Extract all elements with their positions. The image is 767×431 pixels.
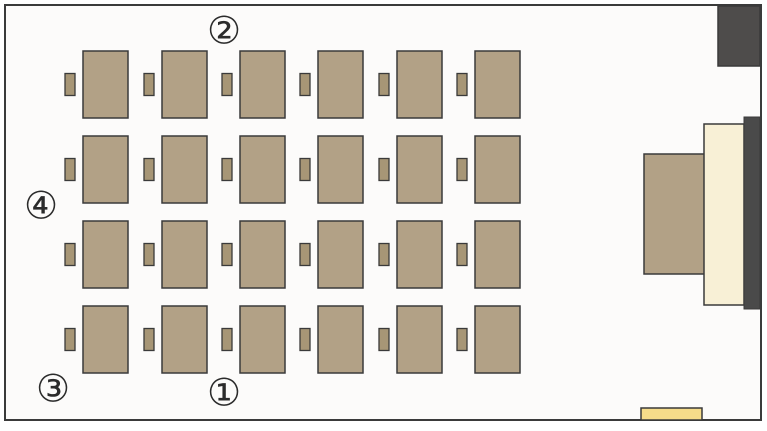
student-desk <box>317 50 364 119</box>
student-chair <box>378 242 390 267</box>
student-chair <box>221 242 233 267</box>
student-chair <box>378 327 390 352</box>
student-desk <box>82 50 129 119</box>
student-chair <box>299 157 311 182</box>
student-desk <box>396 220 443 289</box>
student-chair <box>378 72 390 97</box>
student-desk <box>317 135 364 204</box>
student-chair <box>299 242 311 267</box>
blackboard-panel <box>703 123 745 306</box>
student-chair <box>378 157 390 182</box>
student-chair <box>299 72 311 97</box>
student-desk <box>82 305 129 374</box>
classroom-door <box>640 407 703 421</box>
seating-grid <box>64 50 521 374</box>
student-desk <box>317 305 364 374</box>
student-chair <box>221 157 233 182</box>
student-chair <box>143 157 155 182</box>
student-chair <box>143 242 155 267</box>
corner-block <box>717 5 761 67</box>
student-chair <box>299 327 311 352</box>
student-chair <box>143 72 155 97</box>
student-desk <box>161 50 208 119</box>
student-chair <box>64 157 76 182</box>
student-desk <box>474 50 521 119</box>
student-desk <box>161 135 208 204</box>
student-desk <box>239 135 286 204</box>
position-label-2: ② <box>207 9 241 53</box>
position-label-1: ① <box>207 371 241 415</box>
student-desk <box>317 220 364 289</box>
student-desk <box>82 220 129 289</box>
student-chair <box>456 157 468 182</box>
student-chair <box>143 327 155 352</box>
student-desk <box>239 50 286 119</box>
student-desk <box>474 220 521 289</box>
student-chair <box>64 327 76 352</box>
student-desk <box>82 135 129 204</box>
student-desk <box>474 135 521 204</box>
student-desk <box>396 305 443 374</box>
position-label-3: ③ <box>36 367 70 411</box>
blackboard-edge <box>743 116 761 310</box>
student-chair <box>221 327 233 352</box>
student-chair <box>456 72 468 97</box>
student-desk <box>474 305 521 374</box>
student-desk <box>396 50 443 119</box>
student-chair <box>456 327 468 352</box>
student-chair <box>221 72 233 97</box>
student-chair <box>456 242 468 267</box>
student-chair <box>64 72 76 97</box>
student-chair <box>64 242 76 267</box>
student-desk <box>161 220 208 289</box>
position-label-4: ④ <box>24 184 58 228</box>
student-desk <box>239 220 286 289</box>
student-desk <box>396 135 443 204</box>
teacher-podium <box>643 153 707 275</box>
student-desk <box>239 305 286 374</box>
student-desk <box>161 305 208 374</box>
